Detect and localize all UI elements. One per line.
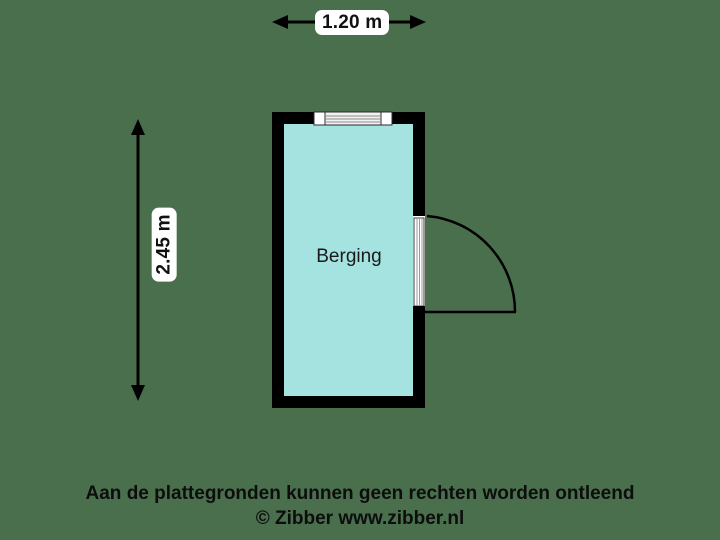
arrow-head-down-icon — [131, 385, 145, 401]
door-jamb-bottom — [413, 306, 425, 314]
arrow-head-right-icon — [410, 15, 426, 29]
door-right — [413, 208, 517, 314]
dimension-left-label: 2.45 m — [151, 207, 177, 282]
room-berging — [272, 112, 425, 408]
footer-line-2: © Zibber www.zibber.nl — [255, 508, 465, 529]
arrow-head-up-icon — [131, 119, 145, 135]
footer-disclaimer: Aan de plattegronden kunnen geen rechten… — [0, 481, 720, 531]
arrow-head-left-icon — [272, 15, 288, 29]
room-label-berging: Berging — [316, 246, 382, 267]
window-top — [313, 111, 393, 126]
dimension-left — [131, 119, 145, 401]
room-interior-fill — [284, 124, 413, 396]
door-swing-arc — [426, 214, 517, 313]
door-jamb-top — [413, 208, 425, 216]
footer-line-1: Aan de plattegronden kunnen geen rechten… — [85, 483, 635, 504]
dimension-top-label: 1.20 m — [315, 10, 390, 35]
